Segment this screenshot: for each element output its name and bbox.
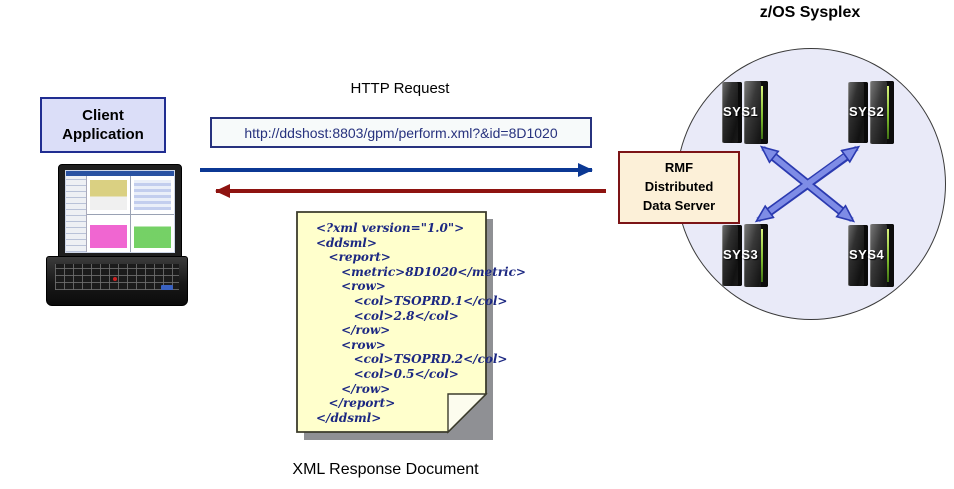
sysplex-title: z/OS Sysplex bbox=[759, 4, 861, 21]
sys4-label: SYS4 bbox=[849, 247, 885, 262]
app-tree-panel bbox=[66, 176, 87, 252]
chart-panel bbox=[131, 176, 174, 214]
request-url-text: http://ddshost:8803/gpm/perform.xml?&id=… bbox=[244, 124, 558, 141]
server-cabinet bbox=[744, 224, 768, 287]
server-cabinet bbox=[744, 81, 768, 144]
sys3-label: SYS3 bbox=[723, 247, 759, 262]
server-cabinet bbox=[848, 82, 868, 143]
server-cabinet bbox=[870, 224, 894, 287]
xml-response-label: XML Response Document bbox=[292, 461, 479, 478]
client-label-line1: Client bbox=[82, 106, 124, 124]
server-icon-sys1: SYS1 bbox=[722, 81, 768, 144]
monitor-app-window bbox=[66, 171, 174, 252]
server-icon-sys4: SYS4 bbox=[848, 224, 894, 287]
app-chart-panels bbox=[87, 176, 174, 252]
document-shape bbox=[296, 211, 493, 440]
rmf-dds-box: RMF Distributed Data Server bbox=[618, 151, 740, 224]
sys1-label: SYS1 bbox=[723, 104, 759, 119]
app-titlebar bbox=[66, 171, 174, 176]
server-led-stripe bbox=[887, 86, 889, 139]
server-cabinet bbox=[870, 81, 894, 144]
touchpad-button bbox=[161, 285, 173, 290]
server-cabinet bbox=[848, 225, 868, 286]
laptop-keyboard bbox=[46, 256, 188, 306]
xml-code: <?xml version="1.0"> <ddsml> <report> <m… bbox=[316, 221, 526, 425]
laptop-screen bbox=[58, 164, 182, 260]
document-folded-corner bbox=[447, 393, 488, 434]
server-icon-sys2: SYS2 bbox=[848, 81, 894, 144]
server-icon-sys3: SYS3 bbox=[722, 224, 768, 287]
chart-area bbox=[134, 218, 171, 248]
sys2-label: SYS2 bbox=[849, 104, 885, 119]
server-led-stripe bbox=[761, 229, 763, 282]
chart-area bbox=[90, 218, 127, 248]
chart-panel bbox=[131, 214, 174, 252]
request-url-box: http://ddshost:8803/gpm/perform.xml?&id=… bbox=[210, 117, 592, 148]
laptop-keys bbox=[55, 264, 179, 290]
server-led-stripe bbox=[761, 86, 763, 139]
rmf-line3: Data Server bbox=[642, 197, 716, 213]
trackpoint-icon bbox=[113, 277, 117, 281]
http-request-label: HTTP Request bbox=[350, 80, 450, 97]
chart-area bbox=[134, 180, 171, 210]
chart-panel bbox=[87, 176, 130, 214]
server-cabinet bbox=[722, 82, 742, 143]
server-cabinet bbox=[722, 225, 742, 286]
chart-area bbox=[90, 180, 127, 210]
laptop-display bbox=[65, 170, 175, 253]
rmf-line1: RMF bbox=[664, 160, 694, 176]
server-led-stripe bbox=[887, 229, 889, 282]
client-application-box: Client Application bbox=[40, 97, 166, 153]
client-label-line2: Application bbox=[62, 126, 144, 143]
laptop-image bbox=[46, 164, 188, 306]
rmf-line2: Distributed bbox=[644, 179, 714, 195]
xml-response-document: <?xml version="1.0"> <ddsml> <report> <m… bbox=[296, 211, 526, 443]
chart-panel bbox=[87, 214, 130, 252]
